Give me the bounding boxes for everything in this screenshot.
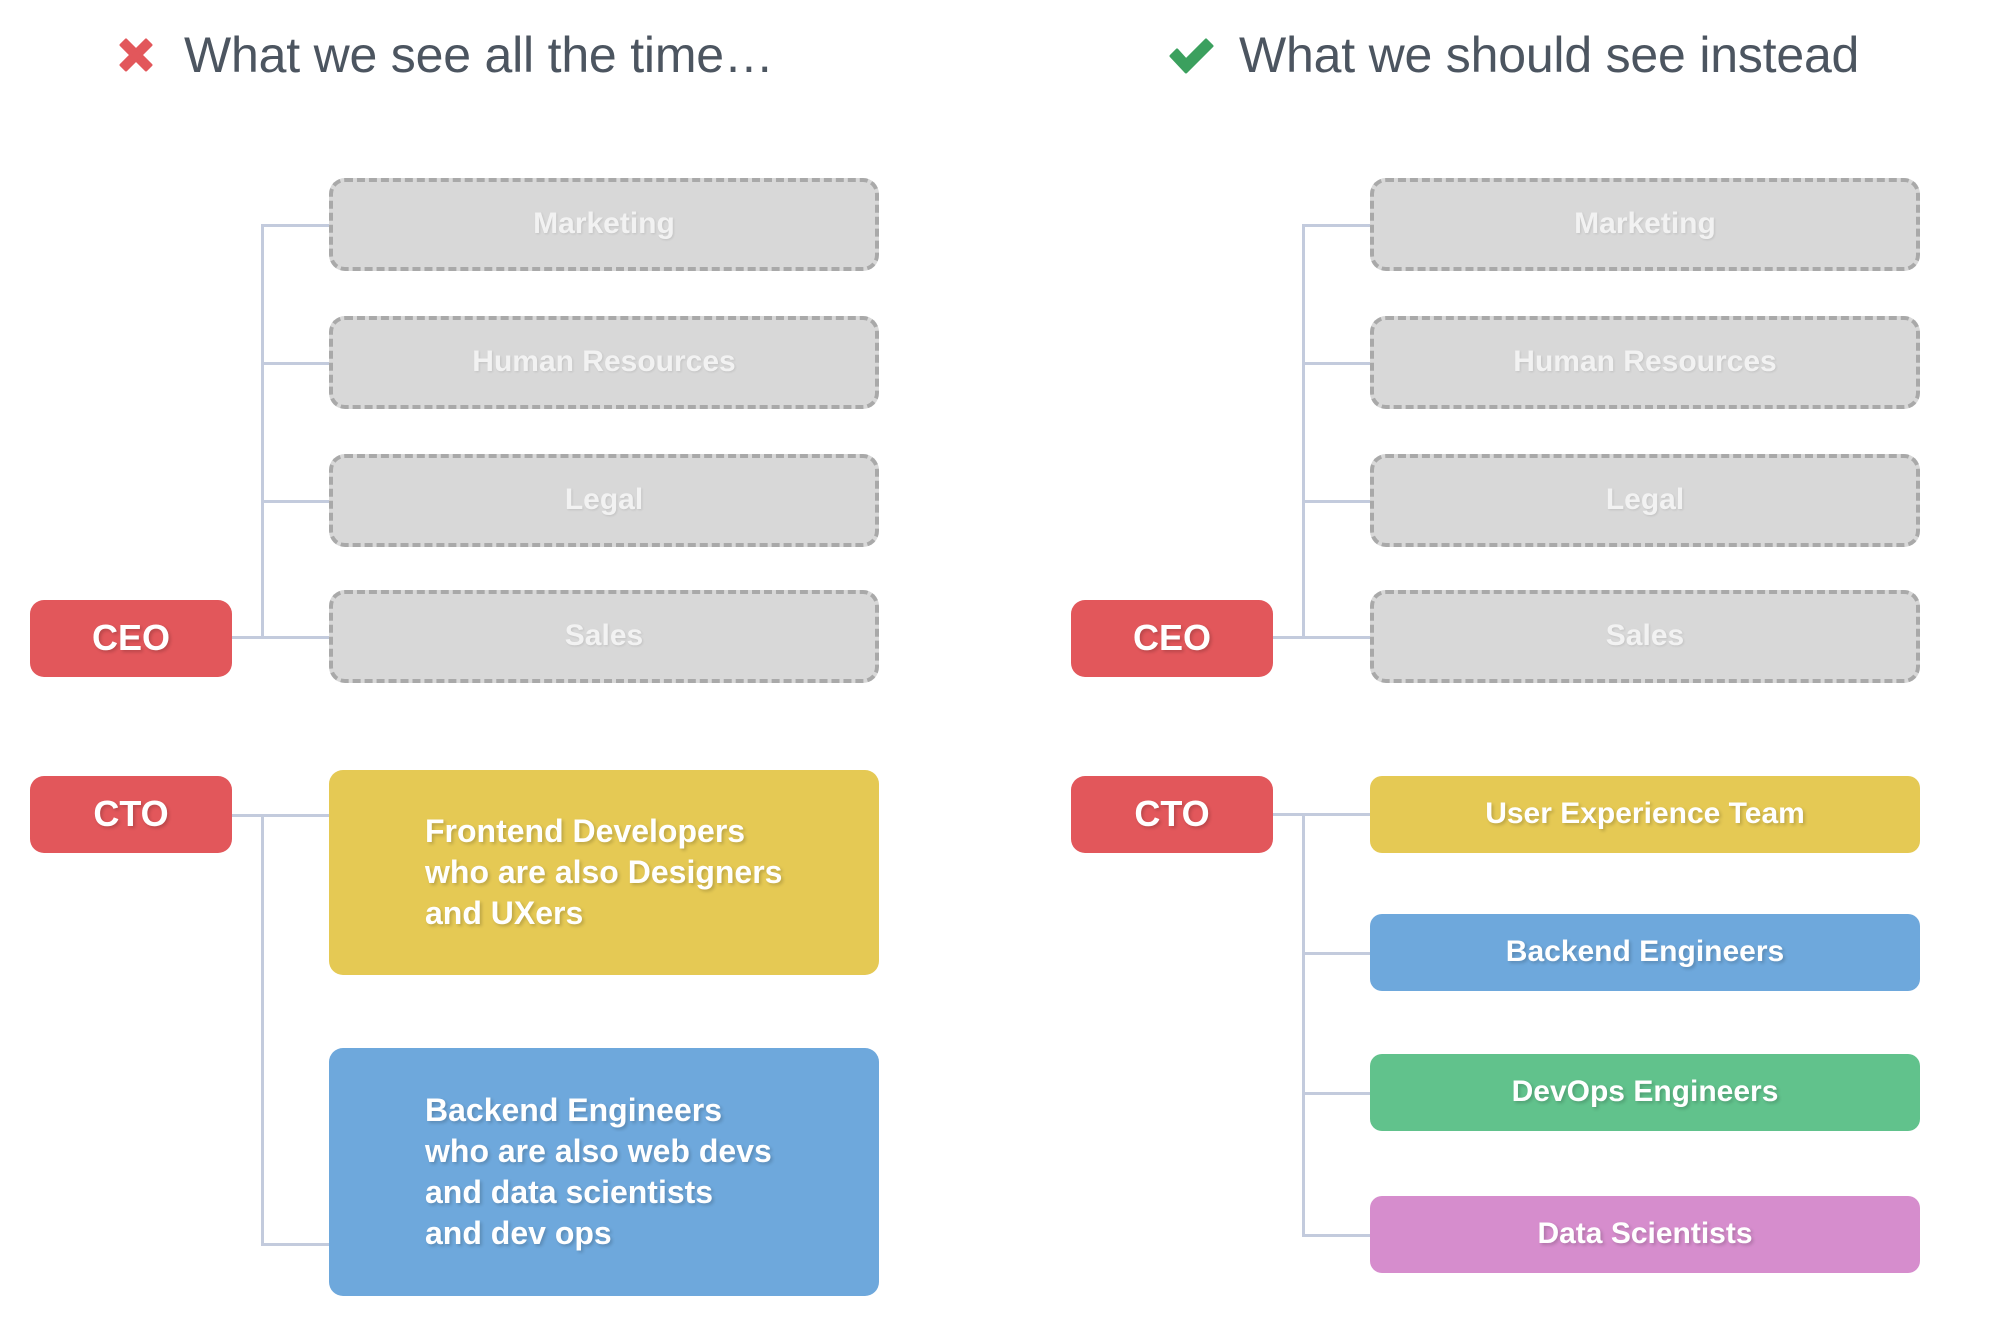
check-mark-icon [1169, 38, 1214, 74]
cross-mark-icon [119, 38, 153, 72]
right-team-devops-engineers[interactable]: DevOps Engineers [1370, 1054, 1920, 1131]
right-role-ceo[interactable]: CEO [1071, 600, 1273, 677]
left-role-cto-label: CTO [93, 793, 169, 835]
right-team-devops-engineers-label: DevOps Engineers [1511, 1075, 1779, 1109]
right-dept-human-resources[interactable]: Human Resources [1370, 316, 1920, 409]
right-role-cto[interactable]: CTO [1071, 776, 1273, 853]
right-team-user-experience[interactable]: User Experience Team [1370, 776, 1920, 853]
left-ceo-connector-branch-1 [261, 224, 329, 227]
right-dept-legal-label: Legal [1605, 483, 1685, 517]
left-role-ceo-label: CEO [91, 617, 170, 659]
left-cto-connector-stem [232, 814, 329, 817]
right-team-user-experience-label: User Experience Team [1485, 797, 1805, 831]
right-cto-connector-branch-3 [1302, 1092, 1370, 1095]
left-dept-sales[interactable]: Sales [329, 590, 879, 683]
right-dept-sales-label: Sales [1605, 619, 1685, 653]
right-dept-marketing[interactable]: Marketing [1370, 178, 1920, 271]
right-dept-sales[interactable]: Sales [1370, 590, 1920, 683]
left-dept-legal[interactable]: Legal [329, 454, 879, 547]
right-team-data-scientists[interactable]: Data Scientists [1370, 1196, 1920, 1273]
right-ceo-connector-branch-2 [1302, 362, 1370, 365]
right-dept-legal[interactable]: Legal [1370, 454, 1920, 547]
left-team-frontend-developers[interactable]: Frontend Developers who are also Designe… [329, 770, 879, 975]
left-dept-marketing-label: Marketing [533, 207, 675, 241]
right-team-backend-engineers-label: Backend Engineers [1505, 935, 1785, 969]
right-cto-connector-branch-4 [1302, 1234, 1370, 1237]
left-team-backend-engineers-label: Backend Engineers who are also web devs … [425, 1092, 772, 1251]
right-role-ceo-label: CEO [1132, 617, 1211, 659]
right-ceo-connector-branch-3 [1302, 500, 1370, 503]
right-column-header: What we should see instead [1165, 20, 1859, 90]
right-cto-connector-trunk [1302, 813, 1305, 1237]
right-dept-human-resources-label: Human Resources [1513, 345, 1777, 379]
left-role-ceo[interactable]: CEO [30, 600, 232, 677]
right-cto-connector-stem [1273, 813, 1370, 816]
left-dept-legal-label: Legal [564, 483, 644, 517]
right-ceo-connector-branch-1 [1302, 224, 1370, 227]
left-column-header: What we see all the time… [110, 20, 774, 90]
right-ceo-connector-branch-4 [1273, 636, 1370, 639]
left-ceo-connector-branch-4 [232, 636, 329, 639]
left-dept-marketing[interactable]: Marketing [329, 178, 879, 271]
right-cto-connector-branch-2 [1302, 952, 1370, 955]
left-role-cto[interactable]: CTO [30, 776, 232, 853]
left-ceo-connector-branch-3 [261, 500, 329, 503]
left-dept-sales-label: Sales [564, 619, 644, 653]
left-team-backend-engineers[interactable]: Backend Engineers who are also web devs … [329, 1048, 879, 1296]
left-dept-human-resources-label: Human Resources [472, 345, 736, 379]
left-ceo-connector-trunk [261, 224, 264, 636]
right-role-cto-label: CTO [1134, 793, 1210, 835]
left-team-frontend-developers-label: Frontend Developers who are also Designe… [425, 813, 783, 931]
left-dept-human-resources[interactable]: Human Resources [329, 316, 879, 409]
left-ceo-connector-branch-2 [261, 362, 329, 365]
left-cto-connector-branch-2 [261, 1243, 329, 1246]
right-column-title: What we should see instead [1239, 27, 1860, 83]
left-column-title: What we see all the time… [184, 27, 774, 83]
right-ceo-connector-trunk [1302, 224, 1305, 636]
right-team-data-scientists-label: Data Scientists [1537, 1217, 1753, 1251]
right-dept-marketing-label: Marketing [1574, 207, 1716, 241]
right-team-backend-engineers[interactable]: Backend Engineers [1370, 914, 1920, 991]
left-cto-connector-trunk [261, 814, 264, 1246]
